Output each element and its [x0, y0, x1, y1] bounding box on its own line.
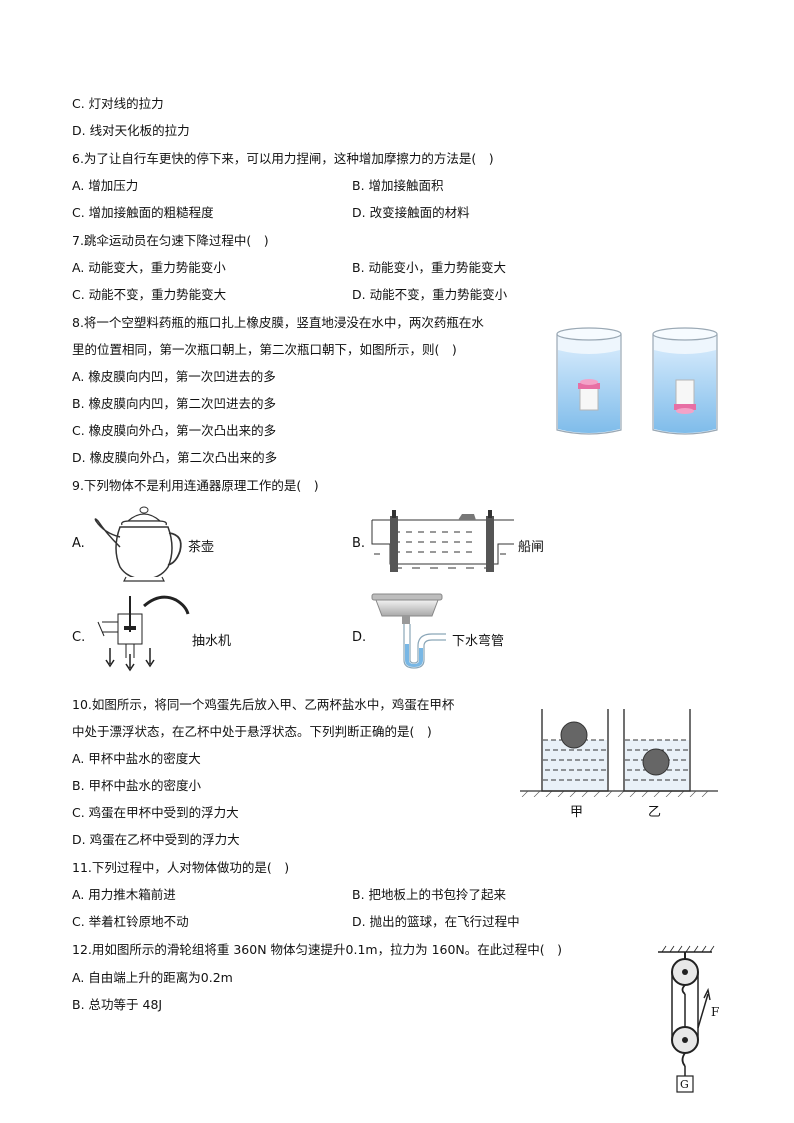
option-10d: D. 鸡蛋在乙杯中受到的浮力大	[72, 832, 240, 847]
option-11c: C. 举着杠铃原地不动	[72, 914, 189, 929]
option-6b: B. 增加接触面积	[352, 178, 444, 193]
ship-lock-figure	[371, 510, 514, 572]
pulley-system-figure	[658, 945, 715, 1093]
option-5c: C. 灯对线的拉力	[72, 96, 164, 111]
option-7b: B. 动能变小，重力势能变大	[352, 260, 507, 275]
question-11-stem: 11.下列过程中，人对物体做功的是( )	[72, 860, 290, 875]
option-6c: C. 增加接触面的粗糙程度	[72, 205, 214, 220]
question-8-stem-line1: 8.将一个空塑料药瓶的瓶口扎上橡皮膜，竖直地浸没在水中，两次药瓶在水	[72, 315, 484, 330]
question-8-stem-line2: 里的位置相同，第一次瓶口朝上，第二次瓶口朝下，如图所示，则( )	[72, 342, 457, 357]
teapot-figure	[94, 506, 182, 582]
question-10-stem-line1: 10.如图所示，将同一个鸡蛋先后放入甲、乙两杯盐水中，鸡蛋在甲杯	[72, 697, 455, 712]
question-12-stem: 12.用如图所示的滑轮组将重 360N 物体匀速提升0.1m，拉力为 160N。…	[72, 942, 563, 957]
beaker-bottle-figure	[556, 327, 718, 435]
option-9c-letter: C.	[72, 630, 86, 645]
option-9a-letter: A.	[72, 536, 85, 551]
option-5d: D. 线对天化板的拉力	[72, 123, 190, 138]
ship-lock-label: 船闸	[518, 540, 545, 555]
option-8a: A. 橡皮膜向内凹，第一次凹进去的多	[72, 369, 276, 384]
cup-label-jia: 甲	[570, 805, 584, 820]
water-pump-label: 抽水机	[192, 634, 232, 649]
drain-trap-label: 下水弯管	[452, 634, 505, 649]
option-10b: B. 甲杯中盐水的密度小	[72, 778, 202, 793]
option-12a: A. 自由端上升的距离为0.2m	[72, 970, 233, 985]
cup-yi	[623, 709, 691, 792]
question-7-stem: 7.跳伞运动员在匀速下降过程中( )	[72, 233, 269, 248]
option-11d: D. 抛出的篮球，在飞行过程中	[352, 914, 520, 929]
beaker-bottle-down	[652, 327, 718, 435]
cup-label-yi: 乙	[648, 805, 662, 820]
teapot-label: 茶壶	[188, 540, 215, 555]
option-7c: C. 动能不变，重力势能变大	[72, 287, 227, 302]
option-6a: A. 增加压力	[72, 178, 139, 193]
option-9b-letter: B.	[352, 536, 366, 551]
egg-cups-figure	[520, 709, 718, 797]
option-8c: C. 橡皮膜向外凸，第一次凸出来的多	[72, 423, 277, 438]
cup-jia	[541, 709, 609, 792]
option-7a: A. 动能变大，重力势能变小	[72, 260, 226, 275]
question-6-stem: 6.为了让自行车更快的停下来，可以用力捏闸，这种增加摩擦力的方法是( )	[72, 151, 494, 166]
option-12b: B. 总功等于 48J	[72, 997, 163, 1012]
drain-trap-figure	[371, 593, 446, 669]
weight-label-g: G	[680, 1078, 689, 1091]
force-label-f: F	[711, 1005, 720, 1019]
option-10a: A. 甲杯中盐水的密度大	[72, 751, 201, 766]
option-11a: A. 用力推木箱前进	[72, 887, 176, 902]
option-8d: D. 橡皮膜向外凸，第二次凸出来的多	[72, 450, 278, 465]
question-9-stem: 9.下列物体不是利用连通器原理工作的是( )	[72, 478, 319, 493]
option-9d-letter: D.	[352, 630, 367, 645]
question-10-stem-line2: 中处于漂浮状态，在乙杯中处于悬浮状态。下列判断正确的是( )	[72, 724, 432, 739]
water-pump-figure	[97, 595, 190, 672]
beaker-bottle-up	[556, 327, 622, 435]
option-7d: D. 动能不变，重力势能变小	[352, 287, 508, 302]
option-8b: B. 橡皮膜向内凹，第二次凹进去的多	[72, 396, 277, 411]
option-11b: B. 把地板上的书包拎了起来	[352, 887, 507, 902]
option-6d: D. 改变接触面的材料	[352, 205, 470, 220]
option-10c: C. 鸡蛋在甲杯中受到的浮力大	[72, 805, 239, 820]
